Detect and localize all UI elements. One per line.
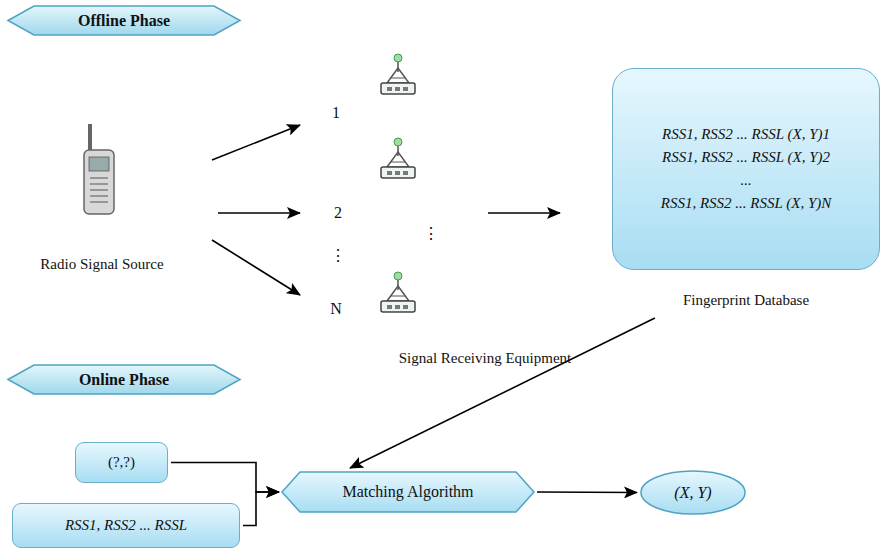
result-ellipse: (X, Y): [640, 470, 746, 515]
algorithm-hexagon: Matching Algorithm: [282, 471, 534, 513]
fingerprint-row: RSS1, RSS2 ... RSSL (X, Y)1: [662, 123, 830, 146]
phase-banner: Offline Phase: [8, 5, 240, 36]
receiver-number: N: [330, 300, 342, 318]
flow-arrow: [243, 492, 279, 526]
database-panel: RSS1, RSS2 ... RSSL (X, Y)1RSS1, RSS2 ..…: [612, 68, 880, 270]
receiver-number: 2: [334, 204, 342, 222]
receiver-icon: [381, 54, 415, 312]
phase-banner: Online Phase: [8, 364, 240, 395]
database-box: RSS1, RSS2 ... RSSL (X, Y)1RSS1, RSS2 ..…: [612, 68, 880, 315]
unknown-position-box: (?,?): [75, 442, 168, 483]
signal-arrow: [212, 125, 560, 295]
fingerprint-row: RSS1, RSS2 ... RSSL (X, Y)N: [661, 192, 832, 215]
radio-icon: [84, 124, 114, 214]
ellipsis: ⋮: [330, 246, 346, 265]
node-text: Matching Algorithm: [342, 483, 473, 501]
node-text: Online Phase: [79, 371, 169, 389]
fingerprint-row: ...: [740, 169, 751, 192]
fingerprint-row: RSS1, RSS2 ... RSSL (X, Y)2: [662, 146, 830, 169]
ellipsis: ⋮: [423, 224, 439, 243]
node-text: RSS1, RSS2 ... RSSL: [65, 517, 187, 534]
receiver-label: Signal Receiving Equipment: [399, 350, 571, 367]
database-caption: Fingerprint Database: [683, 292, 809, 315]
node-text: Offline Phase: [78, 12, 170, 30]
flow-arrow: [350, 318, 655, 468]
node-text: (X, Y): [674, 484, 711, 502]
flow-arrow: [171, 463, 279, 493]
node-text: (?,?): [108, 454, 135, 471]
source-label: Radio Signal Source: [40, 256, 163, 273]
flow-arrow: [537, 491, 637, 493]
receiver-number: 1: [332, 104, 340, 122]
measurement-box: RSS1, RSS2 ... RSSL: [12, 503, 240, 548]
